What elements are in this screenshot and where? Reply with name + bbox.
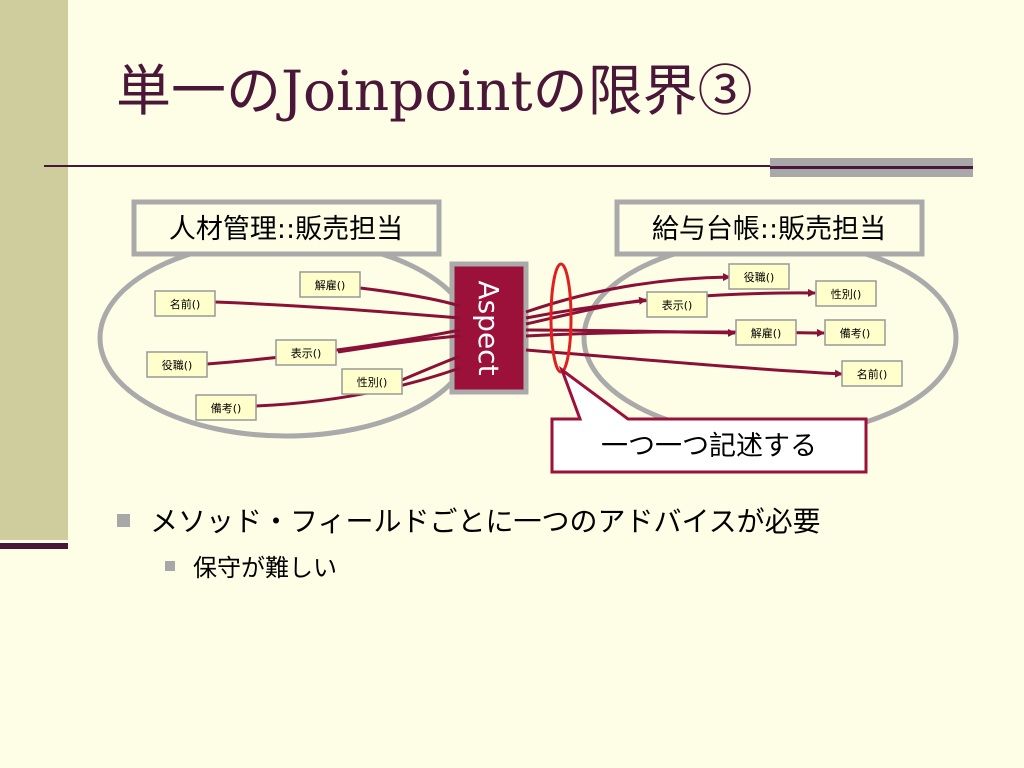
svg-text:備考(): 備考() xyxy=(840,327,871,340)
right-header-text: 給与台帳::販売担当 xyxy=(652,214,886,245)
svg-text:備考(): 備考() xyxy=(211,402,242,415)
svg-text:名前(): 名前() xyxy=(857,367,888,381)
left-member-bikou: 備考() xyxy=(195,394,257,421)
svg-text:名前(): 名前() xyxy=(170,297,201,311)
left-member-hyouji: 表示() xyxy=(275,339,337,366)
svg-text:性別(): 性別() xyxy=(357,375,388,389)
aspect-label: Aspect xyxy=(472,280,505,375)
left-decor-bar xyxy=(0,543,68,549)
left-link-yakushoku xyxy=(206,328,461,366)
left-link-hyouji xyxy=(337,334,461,354)
left-member-seibetsu: 性別() xyxy=(341,368,403,395)
right-member-yakushoku: 役職() xyxy=(728,263,790,290)
left-header-box xyxy=(131,199,442,257)
svg-text:役職(): 役職() xyxy=(162,358,193,372)
svg-text:表示(): 表示() xyxy=(291,346,322,360)
right-link-namae xyxy=(525,348,843,378)
right-header-box xyxy=(614,199,925,257)
right-member-kaiko: 解雇() xyxy=(735,319,797,346)
right-member-namae: 名前() xyxy=(841,360,903,387)
aspect-box xyxy=(449,261,529,395)
title-rule xyxy=(44,165,774,167)
bullet-level1-text: メソッド・フィールドごとに一つのアドバイスが必要 xyxy=(150,505,821,538)
callout-box xyxy=(550,365,868,474)
bullet-square-icon xyxy=(117,513,130,527)
svg-text:役職(): 役職() xyxy=(744,270,775,284)
svg-text:表示(): 表示() xyxy=(662,298,693,312)
bullet-level1: メソッド・フィールドごとに一つのアドバイスが必要 xyxy=(117,500,821,540)
sub-bullet-square-icon xyxy=(165,560,175,571)
right-member-bikou: 備考() xyxy=(824,319,886,346)
left-link-seibetsu xyxy=(401,354,461,382)
svg-text:性別(): 性別() xyxy=(831,287,862,301)
links-highlight-ellipse xyxy=(549,262,573,374)
title-rule-accent-line xyxy=(770,166,973,169)
bullet-level2: 保守が難しい xyxy=(165,548,337,583)
left-member-namae: 名前() xyxy=(154,290,216,317)
left-link-namae xyxy=(214,300,461,320)
left-member-kaiko: 解雇() xyxy=(299,271,361,298)
bullet-level2-text: 保守が難しい xyxy=(193,554,337,582)
right-link-hyouji xyxy=(525,296,647,326)
right-link-yakushoku xyxy=(525,273,731,314)
right-member-hyouji: 表示() xyxy=(646,291,708,318)
left-header-text: 人材管理::販売担当 xyxy=(169,214,403,245)
svg-text:解雇(): 解雇() xyxy=(315,278,346,292)
callout-text: 一つ一つ記述する xyxy=(601,431,817,462)
svg-text:解雇(): 解雇() xyxy=(751,326,782,340)
right-member-seibetsu: 性別() xyxy=(815,280,877,307)
left-decor-band xyxy=(0,0,68,540)
left-link-kaiko xyxy=(359,286,461,308)
left-member-yakushoku: 役職() xyxy=(146,351,208,378)
slide-title: 単一のJoinpointの限界③ xyxy=(116,59,753,123)
